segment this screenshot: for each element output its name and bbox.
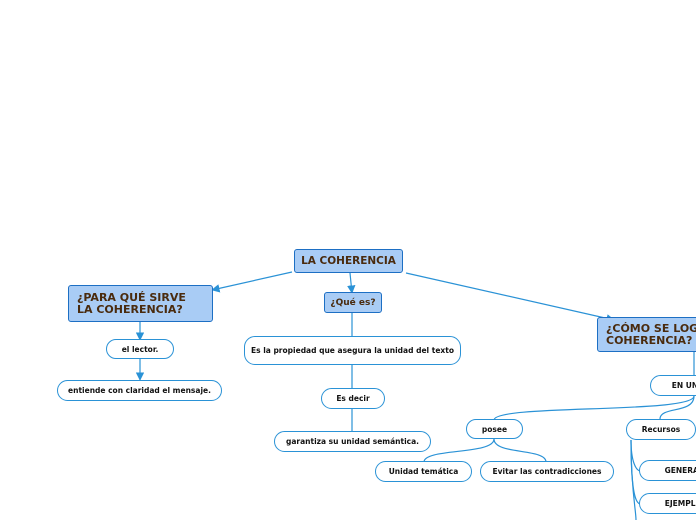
link-texto-posee <box>493 395 695 421</box>
generalizar-node[interactable]: GENERALIZAR <box>639 460 696 481</box>
como-se-logra-topic[interactable]: ¿CÓMO SE LOGRA LA COHERENCIA? <box>597 317 696 352</box>
para-que-sirve-topic[interactable]: ¿PARA QUÉ SIRVE LA COHERENCIA? <box>68 285 213 322</box>
garantiza-node[interactable]: garantiza su unidad semántica. <box>274 431 431 452</box>
entiende-node[interactable]: entiende con claridad el mensaje. <box>57 380 222 401</box>
link-posee-unidad <box>423 438 495 463</box>
link-root-para-que <box>211 271 293 293</box>
recursos-node[interactable]: Recursos <box>626 419 696 440</box>
link-recursos-continues <box>630 439 637 520</box>
link-posee-evitar <box>493 438 547 463</box>
es-decir-node[interactable]: Es decir <box>321 388 385 409</box>
unidad-tematica-node[interactable]: Unidad temática <box>375 461 472 482</box>
evitar-contradicciones-node[interactable]: Evitar las contradicciones <box>480 461 614 482</box>
link-root-que-es <box>347 272 356 294</box>
el-lector-node[interactable]: el lector. <box>106 339 174 359</box>
root-topic[interactable]: LA COHERENCIA <box>294 249 403 273</box>
link-root-como <box>405 272 615 323</box>
en-un-texto-node[interactable]: EN UN TEXTO <box>650 375 696 396</box>
definicion-node[interactable]: Es la propiedad que asegura la unidad de… <box>244 336 461 365</box>
que-es-topic[interactable]: ¿Qué es? <box>324 292 382 313</box>
ejemplificar-node[interactable]: EJEMPLIFICAR <box>639 493 696 514</box>
posee-node[interactable]: posee <box>466 419 523 439</box>
link-texto-recursos <box>659 395 695 420</box>
